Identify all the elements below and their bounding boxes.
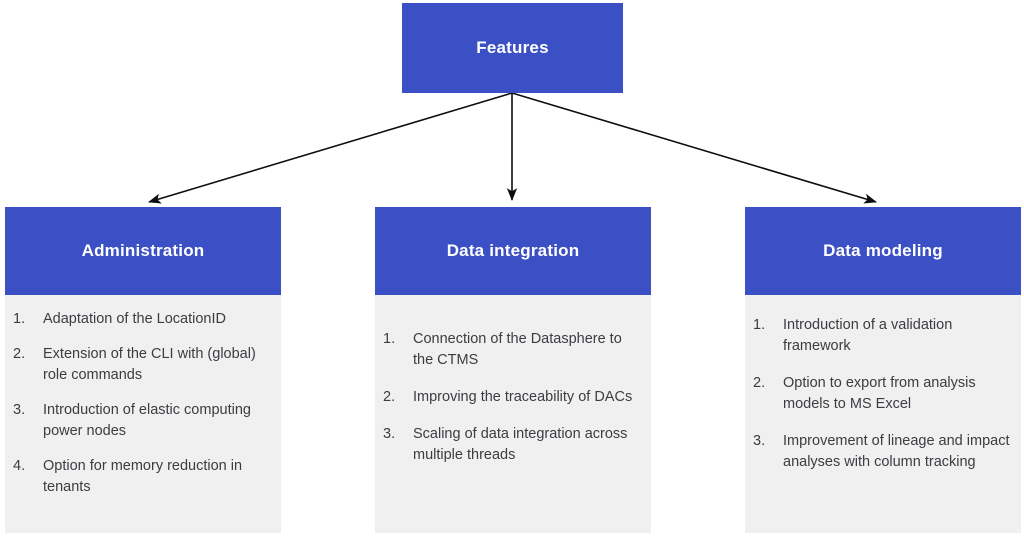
list-item-text: Connection of the Datasphere to the CTMS — [413, 331, 622, 368]
list-item-text: Improvement of lineage and impact analys… — [783, 433, 1010, 470]
branch-body-data-integration: 1. Connection of the Datasphere to the C… — [375, 295, 651, 533]
list-item-number: 3. — [753, 433, 766, 449]
branch-column-data-integration: Data integration 1. Connection of the Da… — [375, 207, 651, 533]
arrow-to-administration — [148, 92, 513, 204]
list-item: 2. Option to export from analysis models… — [753, 373, 1011, 415]
root-node-features[interactable]: Features — [402, 3, 623, 93]
list-item-text: Option for memory reduction in tenants — [43, 458, 243, 495]
list-item-text: Adaptation of the LocationID — [43, 311, 226, 327]
list-item-text: Extension of the CLI with (global) role … — [43, 346, 256, 383]
branch-body-data-modeling: 1. Introduction of a validation framewor… — [745, 295, 1021, 533]
root-node-label: Features — [476, 38, 549, 57]
list-item: 4. Option for memory reduction in tenant… — [13, 456, 271, 498]
list-item: 3. Introduction of elastic computing pow… — [13, 400, 271, 442]
branch-header-label: Data modeling — [823, 241, 943, 260]
list-item: 1. Connection of the Datasphere to the C… — [383, 329, 641, 371]
list-item: 3. Improvement of lineage and impact ana… — [753, 431, 1011, 473]
list-item: 3. Scaling of data integration across mu… — [383, 424, 641, 466]
arrow-to-data-modeling — [511, 92, 877, 204]
list-item-number: 2. — [13, 346, 26, 362]
list-item-text: Introduction of elastic computing power … — [43, 402, 251, 439]
list-item-number: 2. — [753, 375, 766, 391]
list-item-number: 2. — [383, 389, 396, 405]
branch-column-data-modeling: Data modeling 1. Introduction of a valid… — [745, 207, 1021, 533]
item-list-administration: 1. Adaptation of the LocationID 2. Exten… — [13, 309, 271, 498]
item-list-data-modeling: 1. Introduction of a validation framewor… — [753, 315, 1011, 489]
list-item-number: 4. — [13, 458, 26, 474]
branch-header-data-modeling[interactable]: Data modeling — [745, 207, 1021, 295]
branch-header-label: Data integration — [446, 241, 580, 260]
list-item-number: 1. — [13, 311, 26, 327]
list-item-text: Scaling of data integration across multi… — [413, 426, 628, 463]
list-item-number: 1. — [383, 331, 396, 347]
list-item-number: 1. — [753, 317, 766, 333]
list-item: 1. Adaptation of the LocationID — [13, 309, 271, 330]
list-item: 1. Introduction of a validation framewor… — [753, 315, 1011, 357]
item-list-data-integration: 1. Connection of the Datasphere to the C… — [383, 329, 641, 482]
branch-header-data-integration[interactable]: Data integration — [375, 207, 651, 295]
list-item: 2. Extension of the CLI with (global) ro… — [13, 344, 271, 386]
list-item: 2. Improving the traceability of DACs — [383, 387, 641, 408]
list-item-text: Option to export from analysis models to… — [783, 375, 976, 412]
branch-header-administration[interactable]: Administration — [5, 207, 281, 295]
list-item-text: Introduction of a validation framework — [783, 317, 953, 354]
list-item-number: 3. — [383, 426, 396, 442]
branch-header-label: Administration — [81, 241, 205, 260]
list-item-text: Improving the traceability of DACs — [413, 389, 633, 405]
branch-body-administration: 1. Adaptation of the LocationID 2. Exten… — [5, 295, 281, 533]
list-item-number: 3. — [13, 402, 26, 418]
branch-column-administration: Administration 1. Adaptation of the Loca… — [5, 207, 281, 533]
